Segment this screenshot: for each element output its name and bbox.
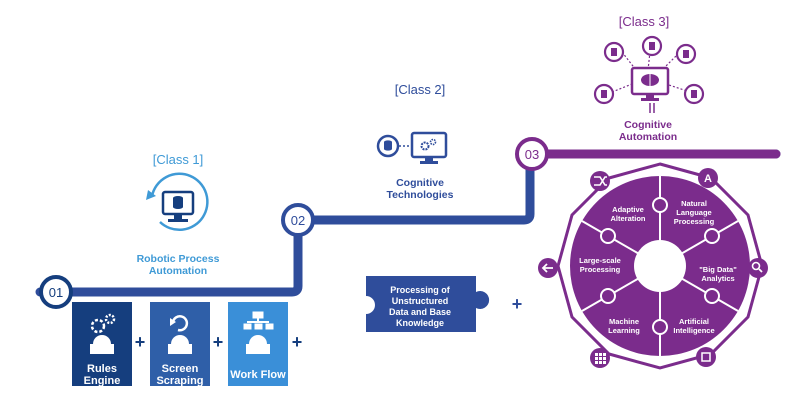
- cog-auto-label-line1: Cognitive: [624, 119, 672, 131]
- plus-2: +: [213, 332, 224, 352]
- unstructured-data-puzzle: Processing of Unstructured Data and Base…: [366, 276, 490, 332]
- cog-auto-label-line2: Automation: [619, 131, 677, 143]
- svg-text:03: 03: [525, 147, 539, 162]
- wheel-adaptive-1: Adaptive: [612, 205, 644, 214]
- gears-icon: [90, 313, 116, 334]
- svg-text:Screen: Screen: [162, 363, 199, 375]
- database-icon: [384, 140, 392, 151]
- rpa-monitor-icon: [146, 172, 209, 232]
- wheel-ml-2: Learning: [608, 326, 640, 335]
- work-flow-block: Work Flow: [228, 302, 288, 386]
- wheel-bigdata-1: "Big Data": [699, 265, 737, 274]
- step-02: 02: [281, 203, 315, 237]
- svg-text:Knowledge: Knowledge: [396, 318, 444, 328]
- wheel-bigdata-2: Analytics: [701, 274, 734, 283]
- svg-text:Processing of: Processing of: [390, 285, 451, 295]
- plus-3: +: [292, 332, 303, 352]
- cog-tech-label-line1: Cognitive: [396, 177, 444, 189]
- wheel-large-2: Processing: [580, 265, 621, 274]
- cognitive-wheel: Adaptive Alteration Natural Language Pro…: [538, 162, 768, 370]
- cognitive-tech-icon: [376, 131, 448, 164]
- shuffle-icon: [590, 171, 610, 191]
- rpa-label-line2: Automation: [149, 265, 207, 277]
- svg-text:02: 02: [291, 213, 305, 228]
- svg-text:01: 01: [49, 285, 63, 300]
- step-03: 03: [515, 137, 549, 171]
- svg-text:Rules: Rules: [87, 363, 117, 375]
- database-icon: [173, 196, 183, 209]
- wheel-nlp-2: Language: [676, 208, 711, 217]
- rpa-label-line1: Robotic Process: [137, 253, 220, 265]
- plus-1: +: [135, 332, 146, 352]
- step-01: 01: [39, 275, 73, 309]
- grid-icon: [590, 348, 610, 368]
- wheel-large-1: Large-scale: [579, 256, 621, 265]
- svg-text:Work Flow: Work Flow: [230, 369, 286, 381]
- database-icon: [601, 42, 697, 98]
- monitor-icon: [410, 131, 448, 164]
- brain-icon: [641, 74, 659, 86]
- search-icon: [748, 258, 768, 278]
- letter-a-icon: A: [698, 168, 718, 188]
- hierarchy-icon: [243, 311, 274, 330]
- wheel-nlp-1: Natural: [681, 199, 707, 208]
- svg-text:Unstructured: Unstructured: [392, 296, 449, 306]
- refresh-icon: [170, 315, 189, 332]
- wheel-ai-1: Artificial: [679, 317, 709, 326]
- wheel-nlp-3: Processing: [674, 217, 715, 226]
- class-2-label: [Class 2]: [395, 82, 446, 97]
- arrow-left-icon: [538, 258, 558, 278]
- chip-icon: [696, 347, 716, 367]
- svg-text:Data and Base: Data and Base: [389, 307, 451, 317]
- plus-4: +: [512, 294, 523, 314]
- svg-text:Scraping: Scraping: [156, 375, 203, 387]
- wheel-ml-1: Machine: [609, 317, 639, 326]
- wheel-adaptive-2: Alteration: [610, 214, 645, 223]
- svg-text:A: A: [704, 173, 712, 185]
- class-1-label: [Class 1]: [153, 152, 204, 167]
- cog-tech-label-line2: Technologies: [387, 189, 454, 201]
- screen-scraping-block: Screen Scraping: [150, 302, 210, 387]
- wheel-ai-2: Intelligence: [673, 326, 714, 335]
- svg-text:Engine: Engine: [84, 375, 121, 387]
- class-3-label: [Class 3]: [619, 14, 670, 29]
- rules-engine-block: Rules Engine: [72, 302, 132, 387]
